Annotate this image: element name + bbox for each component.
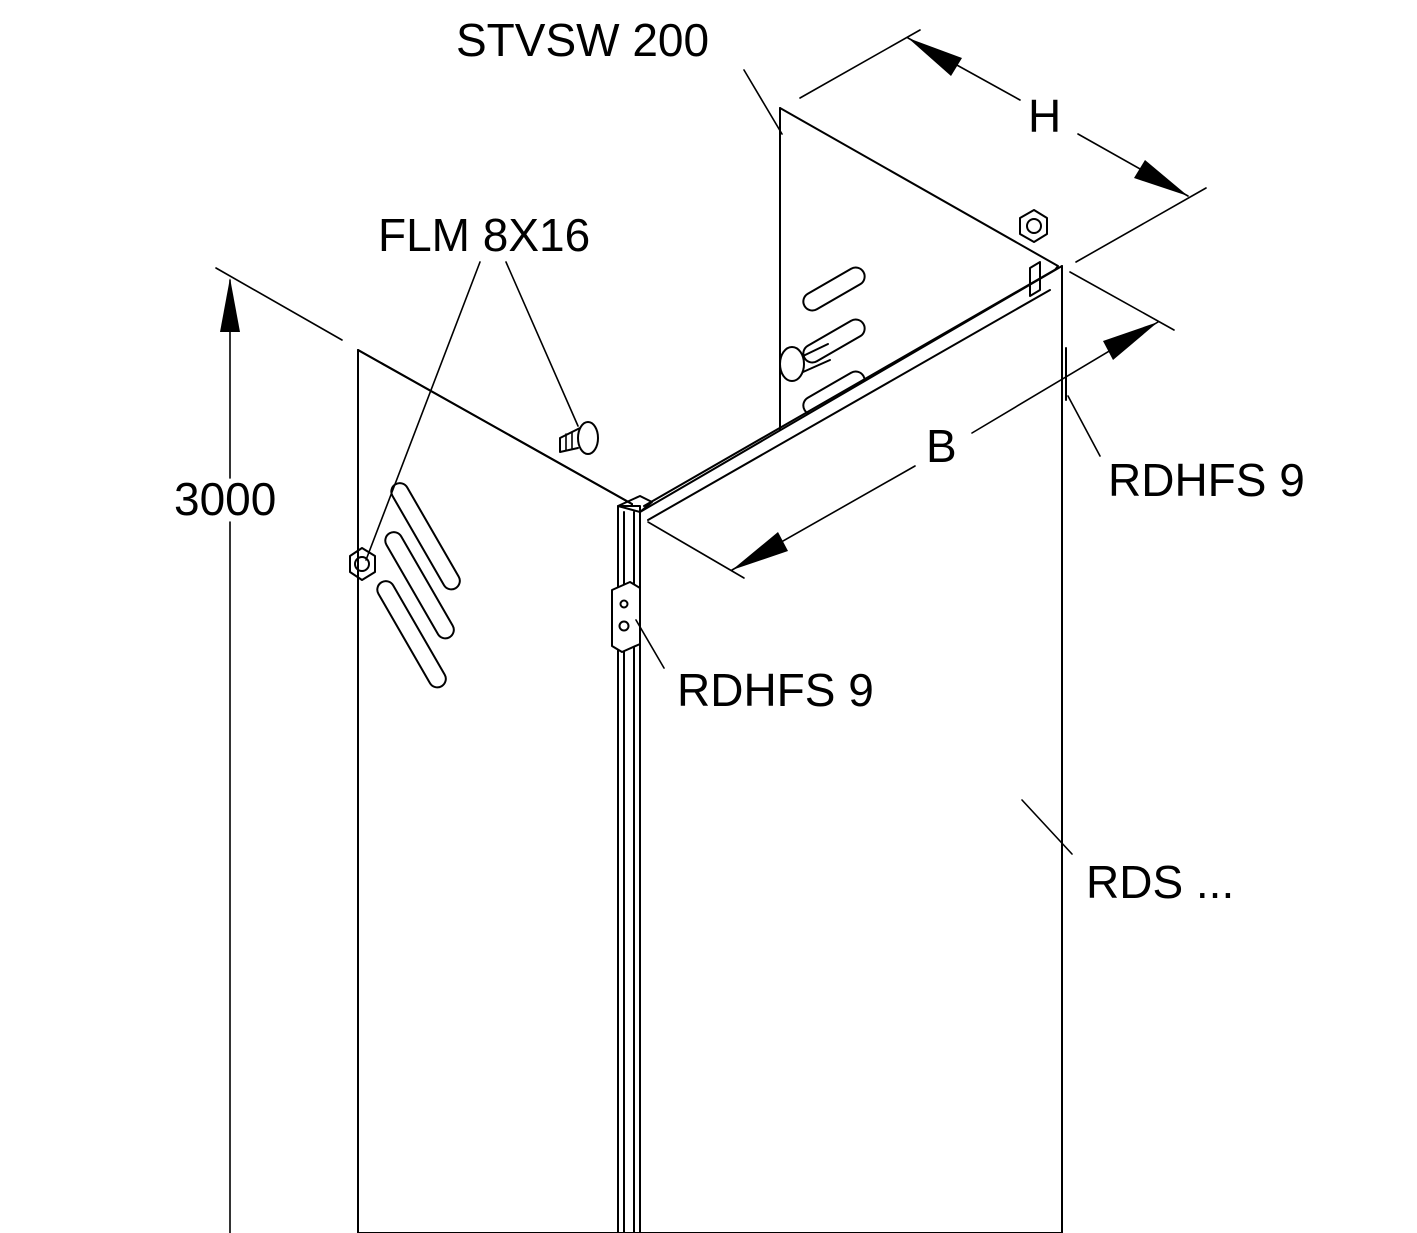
left-panel-slots	[376, 482, 461, 689]
top-nut-icon	[1019, 209, 1048, 243]
height-dimension	[215, 267, 343, 1233]
depth-dimension	[799, 29, 1207, 263]
right-riser-panel	[639, 261, 1067, 1233]
label-height-dimension: 3000	[174, 473, 276, 525]
back-bolt-icon	[779, 343, 831, 382]
width-dimension	[647, 271, 1175, 579]
corner-post	[611, 495, 653, 1233]
label-width-dimension: B	[926, 420, 957, 472]
label-riser-part: RDS ...	[1086, 856, 1234, 908]
left-riser-panel	[349, 349, 633, 1233]
back-cover-panel	[779, 107, 1059, 433]
corner-connector-icon	[611, 581, 641, 653]
label-cover-part: STVSW 200	[456, 14, 709, 66]
top-screw-icon	[559, 421, 599, 455]
label-connector-top: RDHFS 9	[1108, 454, 1305, 506]
label-depth-dimension: H	[1028, 90, 1061, 142]
leader-lines	[365, 69, 1101, 855]
back-panel-slots	[802, 266, 866, 416]
label-screw-part: FLM 8X16	[378, 209, 590, 261]
label-connector-middle: RDHFS 9	[677, 664, 874, 716]
left-nut-icon	[349, 547, 376, 581]
